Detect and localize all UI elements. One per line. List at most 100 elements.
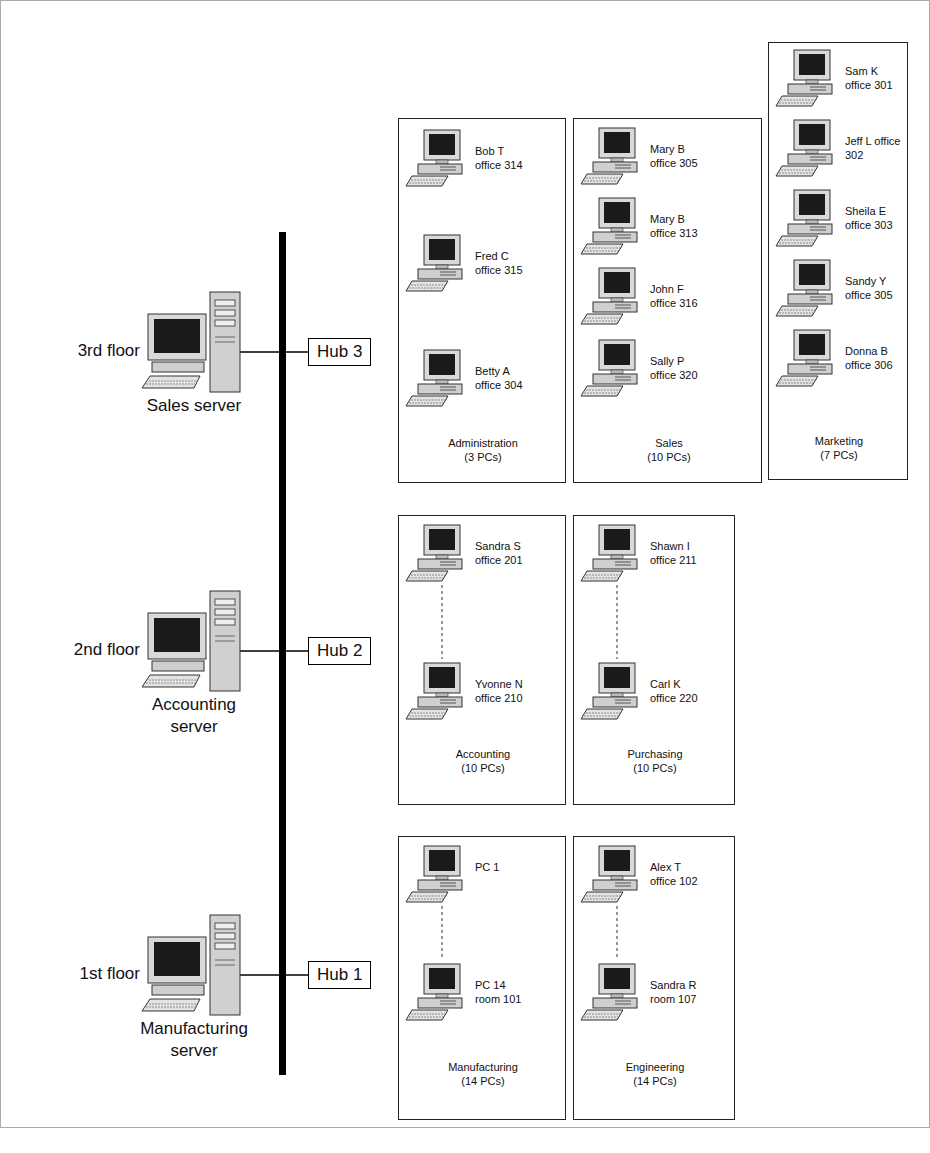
key-row	[779, 103, 813, 104]
desktop-case	[788, 364, 832, 374]
monitor-case	[599, 846, 635, 876]
department-caption: Marketing (7 PCs)	[803, 435, 875, 463]
monitor-base	[152, 362, 204, 372]
monitor-screen	[429, 239, 455, 260]
dashed-continuation	[617, 585, 618, 659]
keyboard	[581, 386, 623, 396]
monitor-case	[794, 50, 830, 80]
drive-slot	[440, 1001, 456, 1002]
desktop-case	[593, 697, 637, 707]
desktop-case	[593, 232, 637, 242]
monitor-neck	[436, 994, 448, 998]
drive-slot	[440, 170, 456, 171]
monitor-neck	[806, 360, 818, 364]
monitor-base	[152, 661, 204, 671]
key-row	[584, 1017, 618, 1018]
key-row	[409, 288, 443, 289]
pc-label: Fred C office 315	[475, 250, 531, 278]
department-caption: Purchasing (10 PCs)	[619, 748, 691, 776]
drive-slot	[810, 90, 826, 91]
key-row	[584, 181, 618, 182]
monitor-neck	[436, 693, 448, 697]
keyboard	[776, 166, 818, 176]
drive-slot	[615, 886, 631, 887]
pc-icon	[776, 330, 832, 386]
keyboard	[581, 709, 623, 719]
tower-vent	[215, 965, 235, 966]
monitor-case	[424, 235, 460, 265]
desktop-case	[788, 154, 832, 164]
tower-vent	[215, 641, 235, 642]
drive-bay	[215, 320, 235, 326]
pc-label: Sam K office 301	[845, 65, 901, 93]
dashed-continuation	[617, 906, 618, 960]
drive-slot	[615, 700, 631, 701]
monitor-case	[424, 663, 460, 693]
drive-slot	[615, 565, 631, 566]
department-box: Shawn I office 211Carl K office 220Purch…	[573, 515, 735, 805]
monitor-screen	[429, 968, 455, 989]
monitor-screen	[604, 968, 630, 989]
monitor-case	[599, 525, 635, 555]
desktop-case	[788, 294, 832, 304]
server-icon	[142, 292, 279, 392]
key-row	[781, 310, 815, 311]
pc-icon	[581, 846, 637, 902]
monitor-screen	[429, 354, 455, 375]
drive-slot	[810, 160, 826, 161]
pc-icon	[406, 235, 462, 291]
drive-slot	[615, 165, 631, 166]
monitor-neck	[611, 370, 623, 374]
drive-slot	[440, 1004, 456, 1005]
keyboard	[406, 396, 448, 406]
drive-bay	[215, 943, 235, 949]
dashed-continuation	[442, 906, 443, 960]
key-row	[146, 683, 195, 684]
key-row	[781, 170, 815, 171]
keyboard	[581, 571, 623, 581]
drive-bay	[215, 609, 235, 615]
tower-vent	[215, 960, 235, 961]
key-row	[409, 716, 443, 717]
monitor-screen	[799, 264, 825, 285]
drive-slot	[810, 157, 826, 158]
key-row	[584, 716, 618, 717]
hub-wire	[286, 351, 308, 353]
monitor-screen	[429, 850, 455, 871]
monitor-case	[794, 120, 830, 150]
monitor-neck	[806, 150, 818, 154]
pc-label: Mary B office 305	[650, 143, 706, 171]
monitor-screen	[604, 344, 630, 365]
desktop-case	[418, 384, 462, 394]
drive-bay	[215, 599, 235, 605]
server-icon	[142, 591, 279, 691]
monitor-case	[599, 964, 635, 994]
server-label: Sales server	[129, 395, 259, 417]
desktop-case	[593, 302, 637, 312]
server-label: Manufacturing server	[129, 1018, 259, 1062]
monitor-case	[599, 198, 635, 228]
drive-slot	[440, 886, 456, 887]
desktop-case	[418, 269, 462, 279]
key-row	[781, 380, 815, 381]
pc-icon	[581, 964, 637, 1020]
monitor-neck	[806, 220, 818, 224]
monitor-case	[794, 260, 830, 290]
server-icon	[142, 915, 279, 1015]
pc-icon	[581, 268, 637, 324]
drive-slot	[440, 700, 456, 701]
desktop-case	[788, 224, 832, 234]
pc-icon	[406, 130, 462, 186]
keyboard	[581, 1010, 623, 1020]
monitor-case	[424, 525, 460, 555]
monitor-case	[794, 330, 830, 360]
monitor-screen	[799, 54, 825, 75]
keyboard	[406, 892, 448, 902]
key-row	[586, 575, 620, 576]
drive-slot	[615, 1004, 631, 1005]
key-row	[584, 321, 618, 322]
key-row	[584, 251, 618, 252]
desktop-case	[418, 880, 462, 890]
pc-icon	[581, 128, 637, 184]
